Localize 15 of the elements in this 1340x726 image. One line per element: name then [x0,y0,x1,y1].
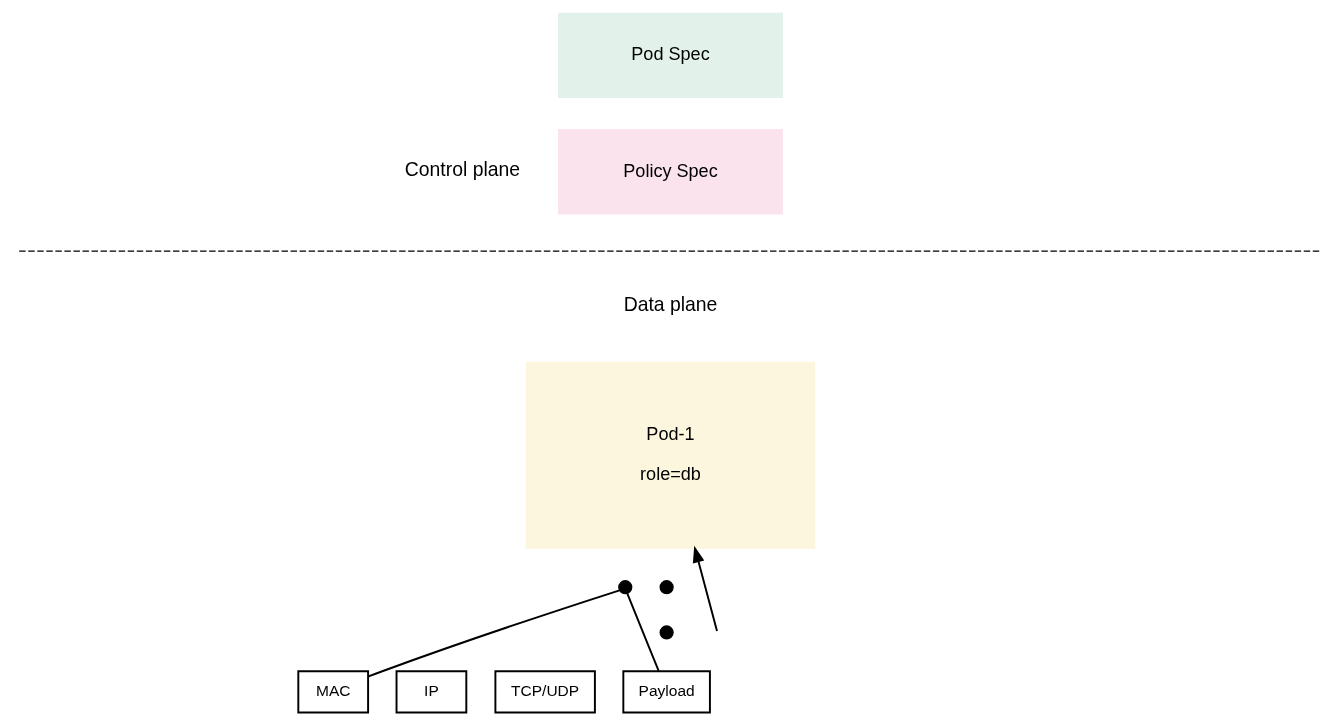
node-box: Pod Spec [557,12,783,99]
node-circle [617,580,632,595]
node-box: Pod-1 role=db [525,361,815,550]
node-box: MAC [296,670,369,714]
label: Control plane [404,158,520,181]
connector [625,592,660,672]
connector [367,589,621,678]
node-box: Policy Spec [557,129,783,215]
label: Data plane [623,293,717,316]
node-circle [659,625,674,640]
node-box: Payload [621,670,711,714]
node-box: TCP/UDP [493,670,596,714]
node-box: IP [395,670,467,714]
node-circle [659,580,674,595]
arrow [692,545,718,632]
